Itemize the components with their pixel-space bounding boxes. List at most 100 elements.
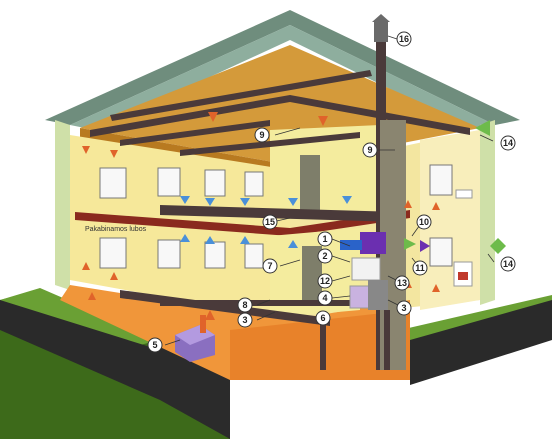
callout-number: 2 bbox=[322, 251, 327, 261]
callout-number: 6 bbox=[320, 313, 325, 323]
callout-marker: 16 bbox=[396, 31, 412, 47]
boiler bbox=[368, 280, 388, 310]
window bbox=[157, 239, 181, 269]
callout-marker: 10 bbox=[416, 214, 432, 230]
arrow-down-icon bbox=[288, 198, 298, 206]
callout-number: 10 bbox=[419, 217, 429, 227]
arrow-down-icon bbox=[318, 116, 328, 126]
callout-marker: 11 bbox=[412, 260, 428, 276]
callout-marker: 6 bbox=[315, 310, 331, 326]
callout-number: 13 bbox=[397, 278, 407, 288]
windows bbox=[99, 164, 453, 269]
arrow-up-icon bbox=[404, 200, 412, 208]
callout-number: 8 bbox=[242, 300, 247, 310]
arrow-up-icon bbox=[432, 202, 440, 210]
partition-wall bbox=[270, 125, 380, 318]
callout-marker: 3 bbox=[396, 300, 412, 316]
callout-circle bbox=[396, 300, 412, 316]
callout-number: 15 bbox=[265, 217, 275, 227]
window bbox=[429, 237, 453, 267]
callout-circle bbox=[237, 297, 253, 313]
exhaust-air-arrows bbox=[404, 120, 506, 254]
callout-marker: 1 bbox=[317, 231, 333, 247]
callout-circle bbox=[237, 312, 253, 328]
callout-number: 1 bbox=[322, 234, 327, 244]
callout-marker: 14 bbox=[500, 256, 516, 272]
ceiling-label: Pakabinamos lubos bbox=[85, 226, 147, 233]
arrow-up-icon bbox=[240, 236, 250, 244]
ventilation-unit bbox=[340, 232, 388, 310]
chimney-cap-icon bbox=[372, 14, 390, 22]
callout-marker: 4 bbox=[317, 290, 333, 306]
arrow-up-icon bbox=[205, 236, 215, 244]
callout-marker: 2 bbox=[317, 248, 333, 264]
outdoor-unit bbox=[175, 315, 215, 362]
ground bbox=[0, 288, 552, 439]
callout-circle bbox=[416, 214, 432, 230]
callout-marker: 15 bbox=[262, 214, 278, 230]
callout-circle bbox=[147, 337, 163, 353]
arrow-up-icon bbox=[180, 234, 190, 242]
callout-circle bbox=[396, 31, 412, 47]
callout-marker: 12 bbox=[317, 273, 333, 289]
window bbox=[244, 243, 264, 269]
heat-exchanger bbox=[360, 232, 386, 254]
arrow-down-icon bbox=[205, 198, 215, 206]
window bbox=[99, 167, 127, 199]
callout-circle bbox=[394, 275, 410, 291]
callout-marker: 5 bbox=[147, 337, 163, 353]
callout-marker: 3 bbox=[237, 312, 253, 328]
duct-network bbox=[90, 30, 470, 370]
arrow-up-icon bbox=[288, 240, 298, 248]
callout-circle bbox=[254, 127, 270, 143]
callout-number: 12 bbox=[320, 276, 330, 286]
recuperator bbox=[351, 257, 381, 281]
arrow-up-icon bbox=[88, 292, 96, 300]
callout-marker: 7 bbox=[262, 258, 278, 274]
callout-number: 7 bbox=[267, 261, 272, 271]
window bbox=[429, 164, 453, 196]
callout-circle bbox=[317, 231, 333, 247]
callout-number: 9 bbox=[259, 130, 264, 140]
arrow-down-icon bbox=[208, 112, 218, 122]
arrow-down-icon bbox=[82, 146, 90, 154]
callout-circle bbox=[500, 256, 516, 272]
callout-circle bbox=[317, 290, 333, 306]
arrow-down-icon bbox=[180, 196, 190, 204]
bathroom-sink bbox=[455, 189, 473, 199]
window bbox=[244, 171, 264, 197]
arrow-up-icon bbox=[82, 262, 90, 270]
window bbox=[204, 169, 226, 197]
chimney bbox=[372, 14, 390, 42]
arrow-down-icon bbox=[240, 198, 250, 206]
callout-marker: 13 bbox=[394, 275, 410, 291]
callout-number: 16 bbox=[399, 34, 409, 44]
callout-circle bbox=[362, 142, 378, 158]
callout-circle bbox=[317, 273, 333, 289]
callout-circle bbox=[262, 214, 278, 230]
arrow-up-icon bbox=[205, 310, 215, 320]
arrow-down-icon bbox=[110, 150, 118, 158]
door bbox=[302, 246, 322, 306]
fixtures bbox=[453, 189, 473, 287]
window bbox=[99, 237, 127, 269]
callout-circle bbox=[315, 310, 331, 326]
callout-marker: 9 bbox=[362, 142, 378, 158]
stove-burner-icon bbox=[458, 272, 468, 280]
return-air-arrows bbox=[180, 196, 352, 248]
window bbox=[157, 167, 181, 197]
callout-number: 11 bbox=[415, 263, 425, 273]
callout-circle bbox=[412, 260, 428, 276]
callout-number: 3 bbox=[242, 315, 247, 325]
callout-number: 3 bbox=[401, 303, 406, 313]
callout-circle bbox=[317, 248, 333, 264]
callout-marker: 9 bbox=[254, 127, 270, 143]
arrow-right-icon bbox=[404, 238, 416, 250]
callout-number: 5 bbox=[152, 340, 157, 350]
ventilation-fan bbox=[340, 240, 362, 250]
arrow-up-icon bbox=[432, 284, 440, 292]
callout-number: 14 bbox=[503, 259, 513, 269]
window bbox=[204, 241, 226, 269]
